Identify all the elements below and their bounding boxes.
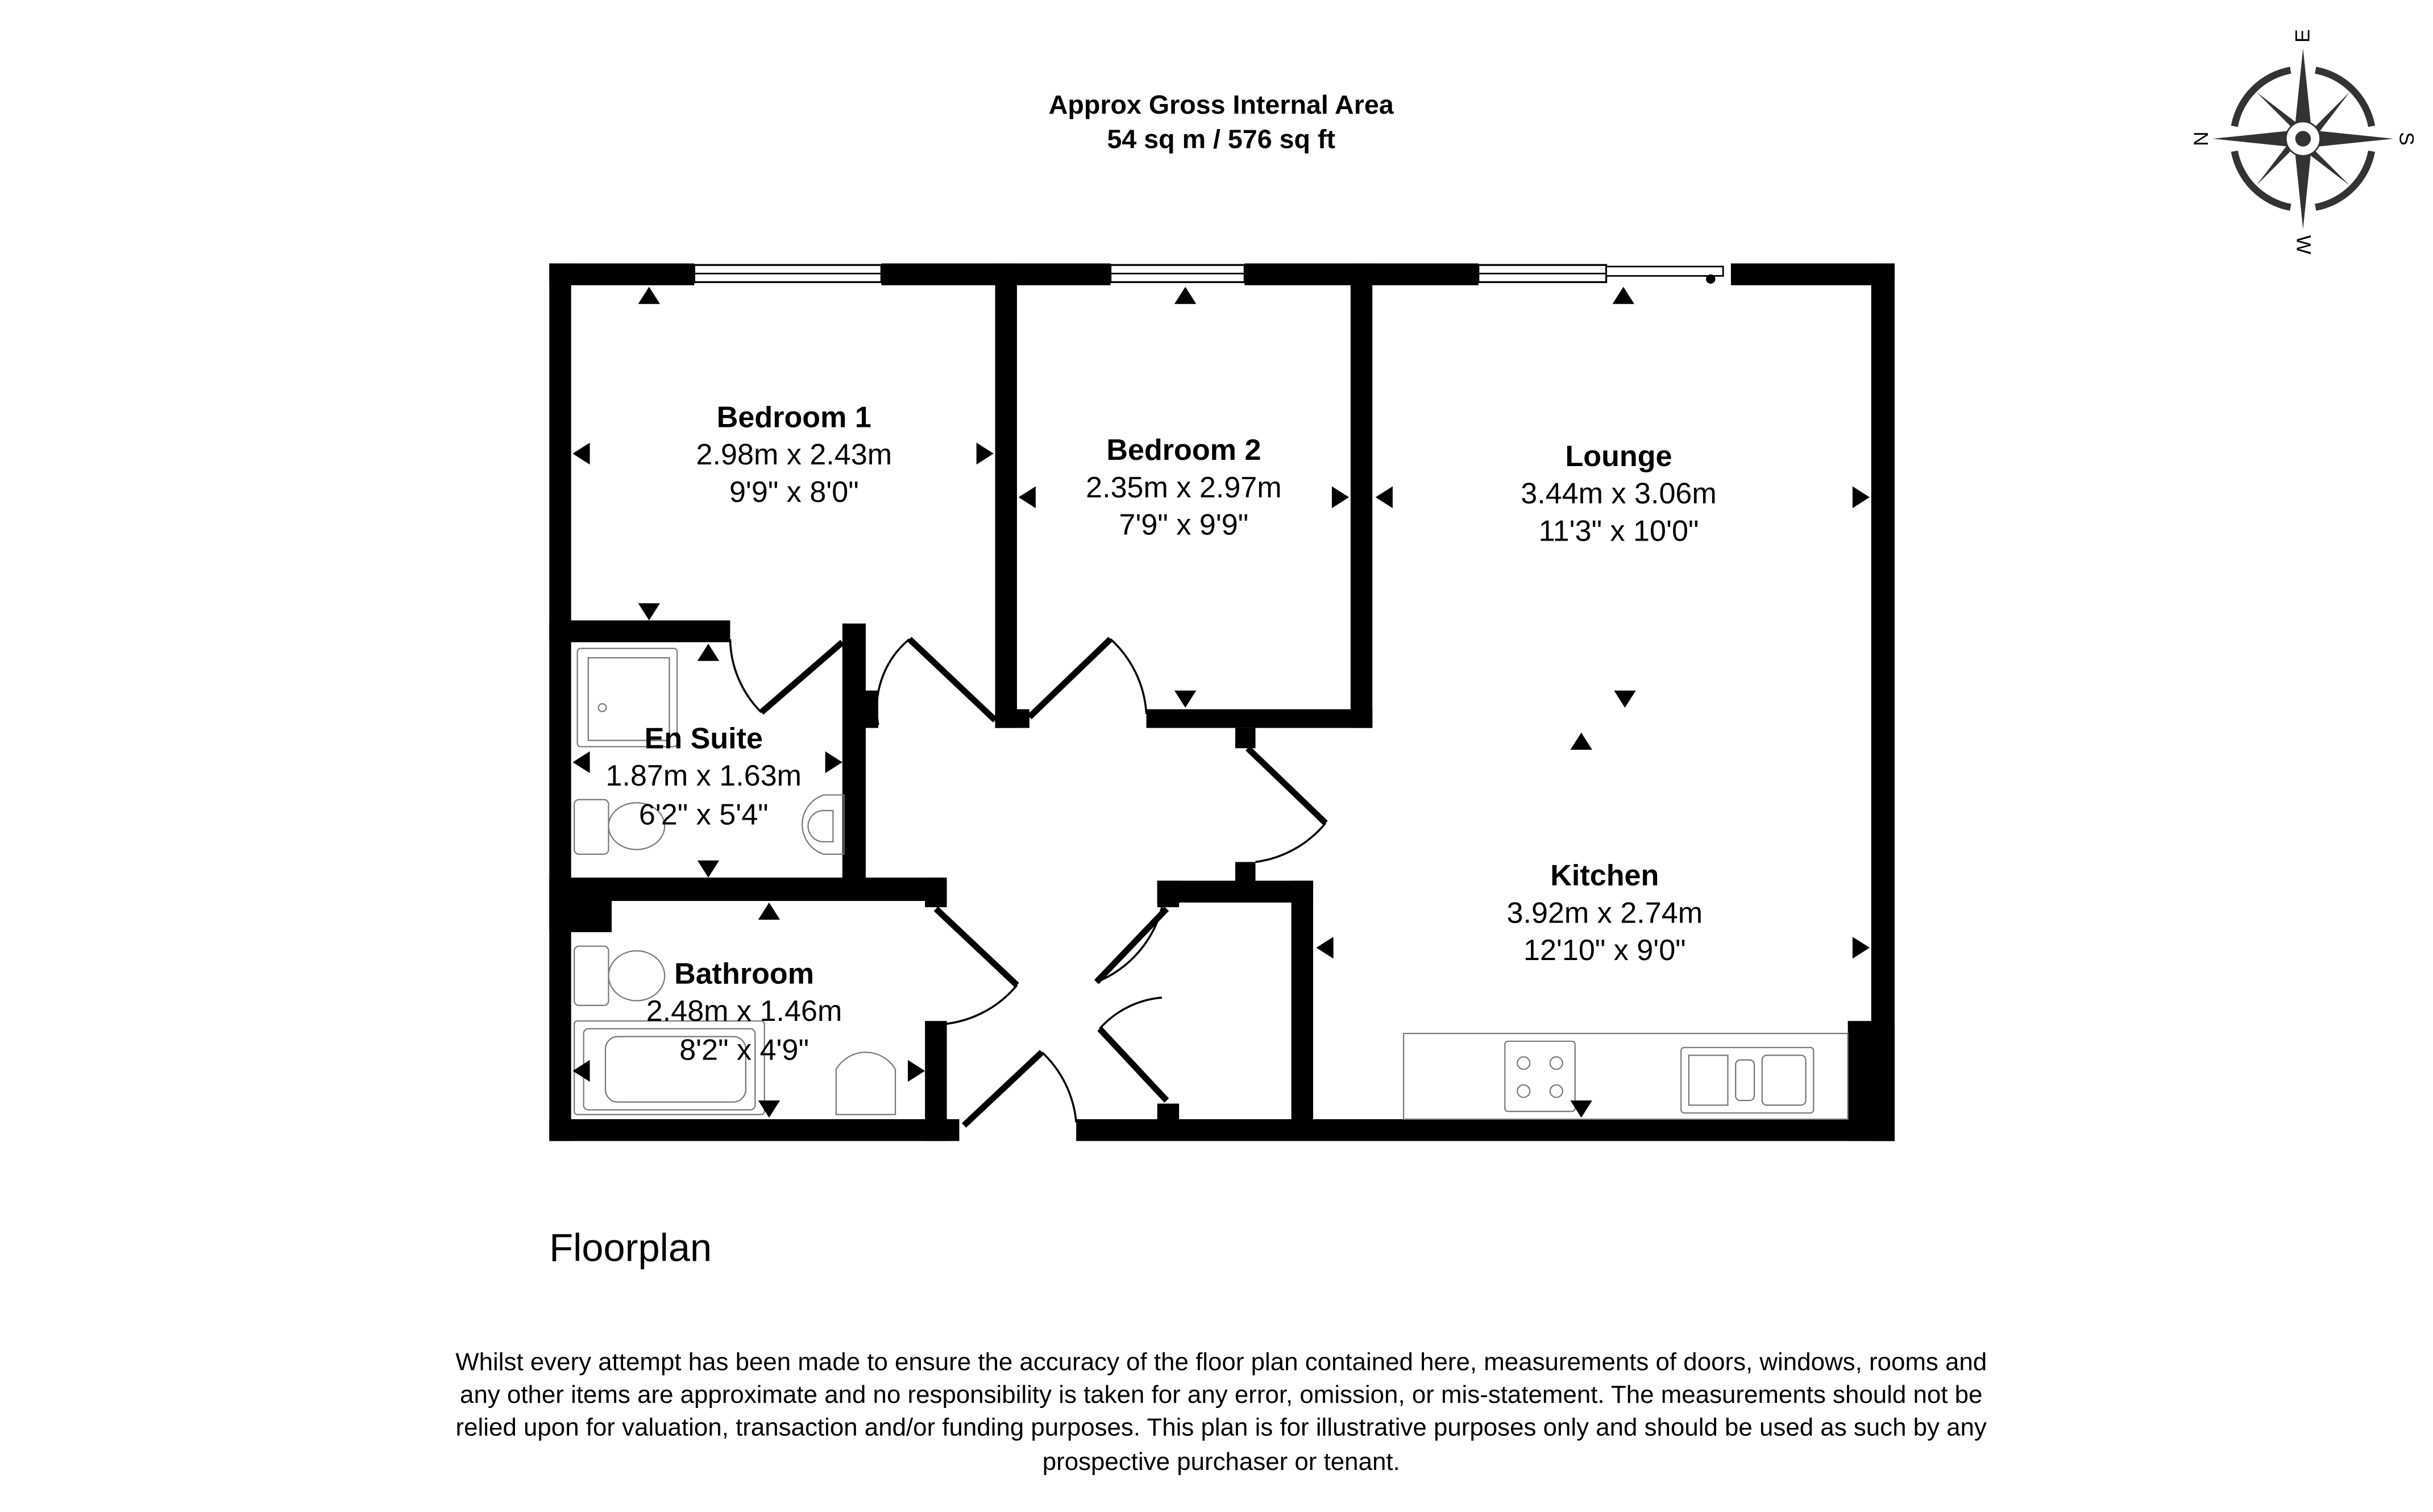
bath-icon [574, 1020, 765, 1115]
room-lounge: Lounge 3.44m x 3.06m 11'3" x 10'0" [1521, 440, 1717, 548]
room-metric: 2.48m x 1.46m [646, 995, 842, 1028]
walls [549, 263, 1895, 1141]
windows [693, 264, 1724, 284]
room-imperial: 9'9" x 8'0" [729, 476, 859, 509]
doors [729, 637, 1328, 1128]
room-metric: 2.98m x 2.43m [696, 438, 892, 471]
room-imperial: 7'9" x 9'9" [1119, 509, 1249, 542]
toilet-icon [574, 799, 666, 1006]
disclaimer-line: any other items are approximate and no r… [460, 1381, 1982, 1409]
disclaimer-line: Whilst every attempt has been made to en… [455, 1348, 1987, 1376]
room-name: Lounge [1565, 440, 1672, 473]
room-bedroom-2: Bedroom 2 2.35m x 2.97m 7'9" x 9'9" [1086, 434, 1282, 542]
compass-n: N [2189, 131, 2212, 146]
disclaimer-line: relied upon for valuation, transaction a… [456, 1414, 1987, 1442]
room-metric: 3.92m x 2.74m [1507, 896, 1703, 929]
room-metric: 3.44m x 3.06m [1521, 477, 1717, 510]
room-imperial: 6'2" x 5'4" [639, 799, 769, 832]
disclaimer: Whilst every attempt has been made to en… [455, 1348, 1987, 1476]
room-name: Bedroom 1 [717, 401, 871, 434]
room-metric: 1.87m x 1.63m [606, 759, 802, 792]
room-name: Kitchen [1550, 859, 1659, 892]
area-value: 54 sq m / 576 sq ft [1107, 124, 1335, 154]
room-name: Bathroom [674, 957, 814, 990]
room-imperial: 12'10" x 9'0" [1523, 934, 1686, 967]
disclaimer-line: prospective purchaser or tenant. [1043, 1448, 1400, 1476]
room-imperial: 11'3" x 10'0" [1539, 515, 1699, 548]
room-metric: 2.35m x 2.97m [1086, 471, 1282, 504]
compass-e: E [2291, 29, 2314, 43]
room-bathroom: Bathroom 2.48m x 1.46m 8'2" x 4'9" [646, 957, 842, 1066]
area-title: Approx Gross Internal Area [1049, 90, 1394, 119]
floor-label: Floorplan [549, 1226, 712, 1269]
compass-s: S [2395, 132, 2418, 146]
room-name: Bedroom 2 [1106, 434, 1261, 467]
room-kitchen: Kitchen 3.92m x 2.74m 12'10" x 9'0" [1507, 859, 1703, 967]
compass-w: W [2292, 235, 2315, 255]
basin-icon [802, 794, 896, 1115]
room-name: En Suite [645, 722, 763, 755]
room-en-suite: En Suite 1.87m x 1.63m 6'2" x 5'4" [606, 722, 802, 831]
compass-icon: E N S W [2189, 29, 2418, 255]
dimension-arrows [572, 286, 1870, 1118]
room-bedroom-1: Bedroom 1 2.98m x 2.43m 9'9" x 8'0" [696, 401, 892, 509]
room-imperial: 8'2" x 4'9" [679, 1034, 809, 1067]
shower-tray [576, 647, 678, 747]
kitchen-counter [1402, 1033, 1849, 1120]
